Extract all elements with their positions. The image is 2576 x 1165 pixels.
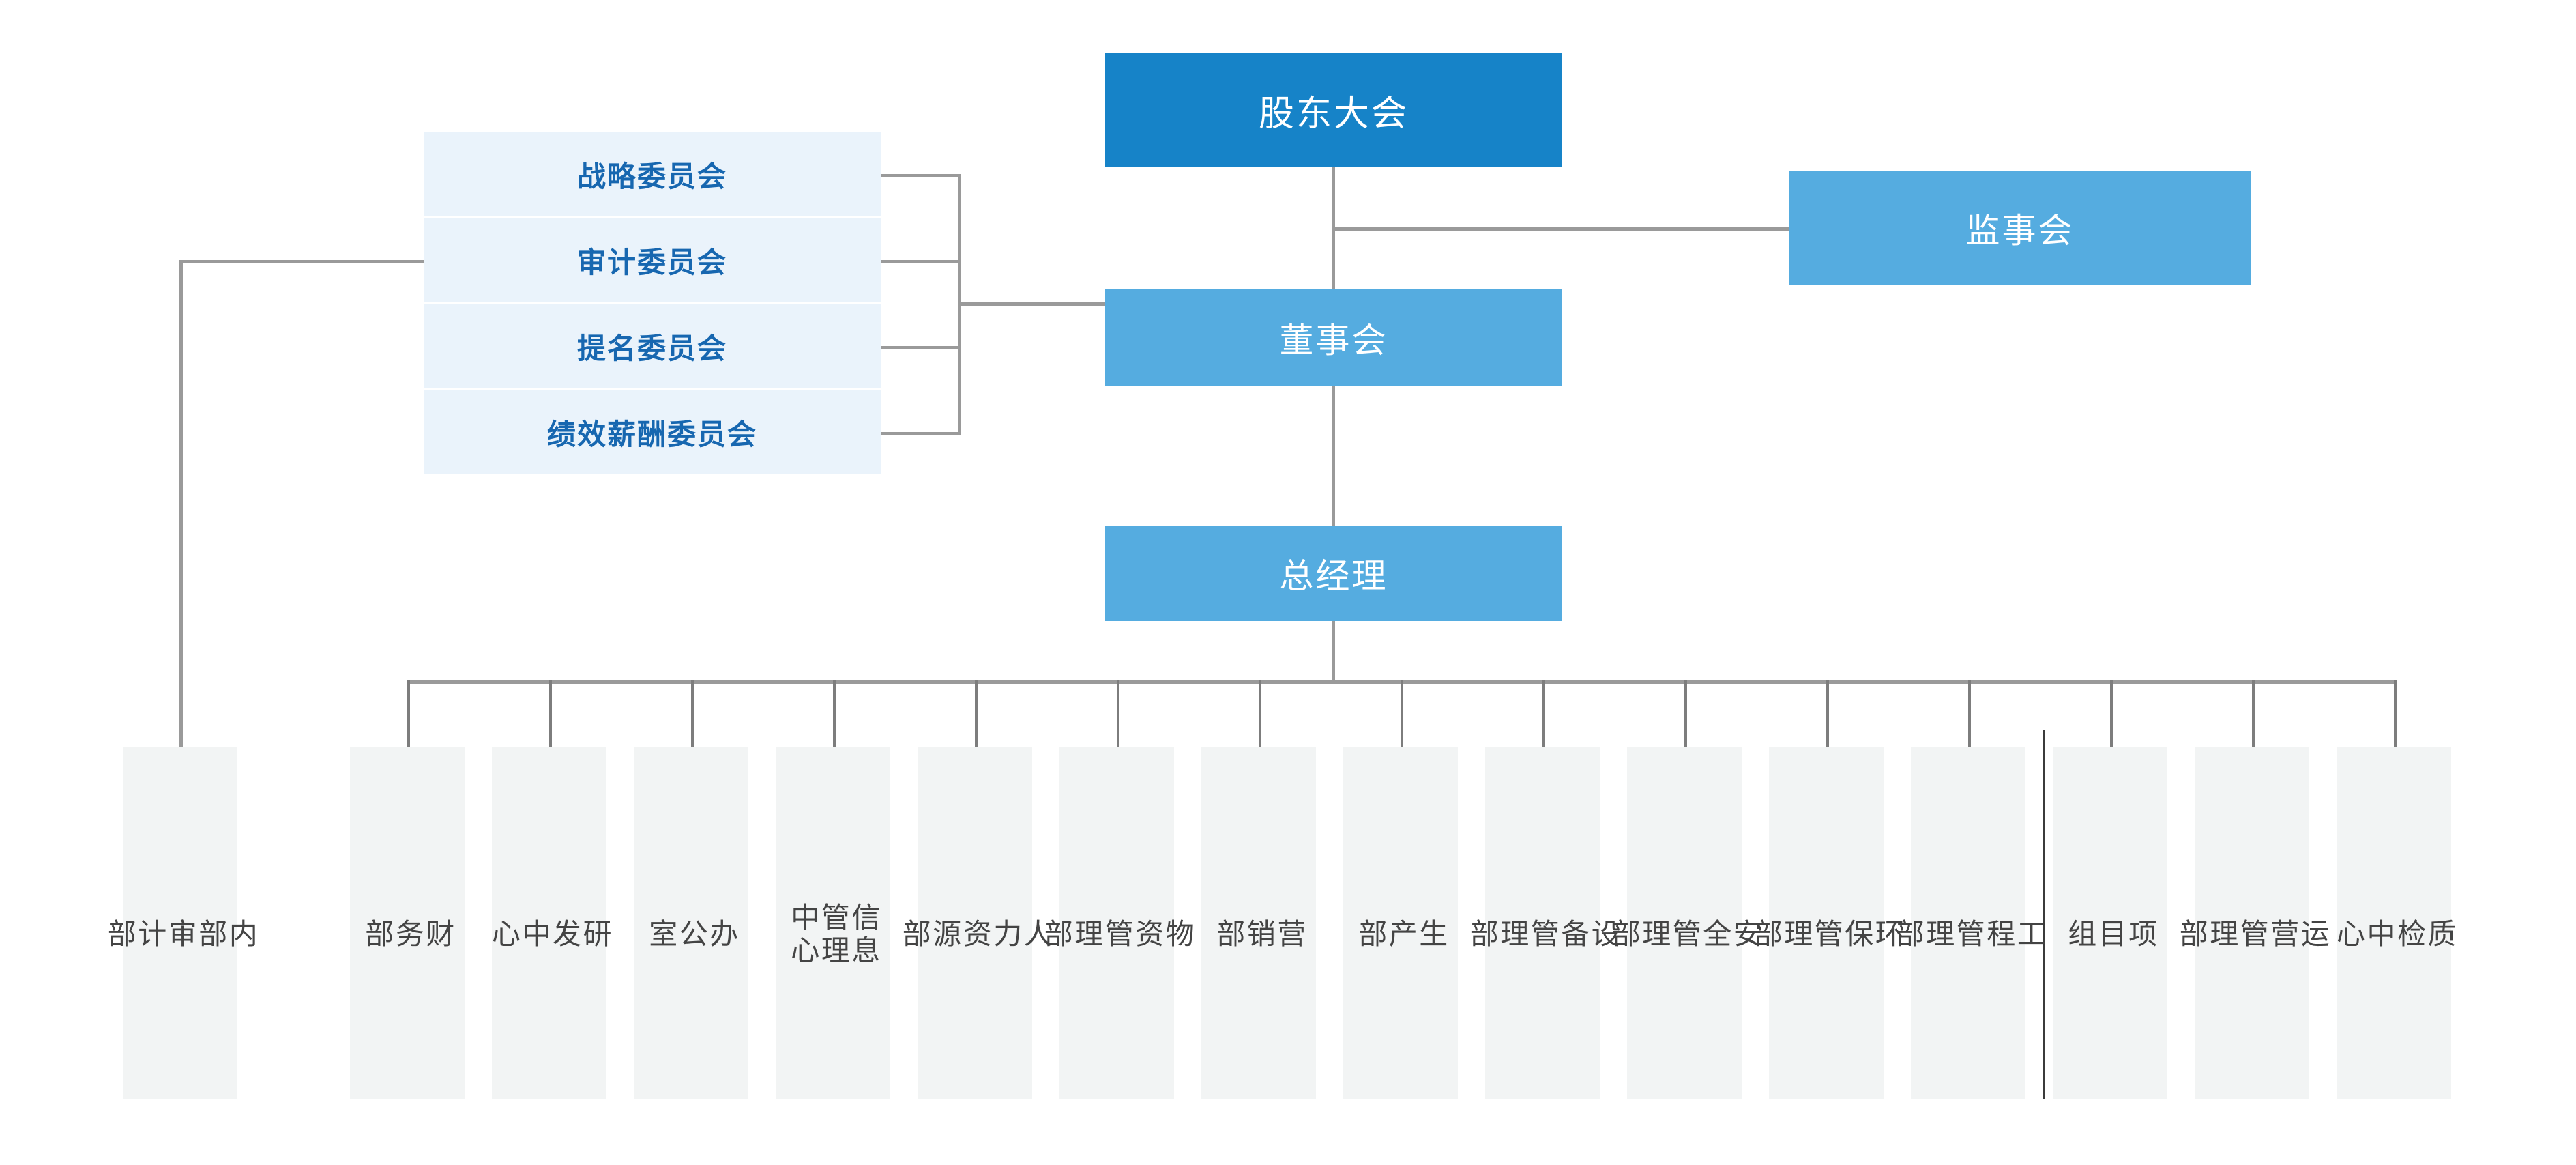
connector-committee-bus-to-board (958, 302, 1105, 306)
connector-drop-6 (1117, 680, 1119, 747)
node-department-finance[interactable]: 财 务 部 (350, 747, 465, 1099)
node-label: 物 资 管 理 部 (1040, 918, 1195, 951)
node-board-of-directors[interactable]: 董事会 (1105, 289, 1562, 386)
node-department-production[interactable]: 生 产 部 (1343, 747, 1458, 1099)
node-department-rnd-center[interactable]: 研 发 中 心 (488, 747, 611, 1099)
node-label: 监事会 (1965, 211, 2075, 250)
node-department-project-team[interactable]: 项 目 组 (2053, 747, 2167, 1099)
node-label: 运 营 管 理 部 (2176, 918, 2330, 951)
node-label: 财 务 部 (361, 918, 454, 951)
connector-shareholders-to-supervisors (1332, 227, 1790, 231)
connector-committee-4 (881, 432, 961, 435)
node-department-operations-management[interactable]: 运 营 管 理 部 (2176, 747, 2329, 1099)
node-department-human-resources[interactable]: 人 力 资 源 部 (898, 747, 1052, 1099)
node-department-engineering-management[interactable]: 工 程 管 理 部 (1892, 747, 2045, 1099)
divider-line (2043, 730, 2045, 1099)
connector-drop-8 (1401, 680, 1403, 747)
node-label: 项 目 组 (2064, 918, 2157, 951)
node-label: 绩效薪酬委员会 (546, 418, 757, 450)
node-department-environmental-management[interactable]: 环 保 管 理 部 (1750, 747, 1903, 1099)
node-label: 信息 管理 中心 (787, 902, 880, 968)
node-department-materials-management[interactable]: 物 资 管 理 部 (1040, 747, 1194, 1099)
node-internal-audit-department[interactable]: 内 部 审 计 部 (104, 747, 257, 1099)
node-department-marketing[interactable]: 营 销 部 (1201, 747, 1316, 1099)
node-label: 总经理 (1279, 557, 1388, 595)
connector-drop-13 (2110, 680, 2113, 747)
node-label: 安 全 管 理 部 (1608, 918, 1762, 951)
node-label: 设 备 管 理 部 (1466, 918, 1620, 951)
node-label: 质 检 中 心 (2332, 918, 2457, 951)
connector-committee-2 (881, 260, 961, 263)
node-department-information-management-center[interactable]: 信息 管理 中心 (776, 747, 890, 1099)
node-department-safety-management[interactable]: 安 全 管 理 部 (1608, 747, 1761, 1099)
node-department-office[interactable]: 办 公 室 (634, 747, 748, 1099)
node-committee-nomination[interactable]: 提名委员会 (424, 304, 881, 388)
node-committee-audit[interactable]: 审计委员会 (424, 218, 881, 302)
connector-committee-3 (881, 346, 961, 349)
node-label: 研 发 中 心 (488, 918, 612, 951)
node-label: 环 保 管 理 部 (1750, 918, 1904, 951)
node-label: 股东大会 (1258, 94, 1409, 134)
connector-drop-1 (407, 680, 410, 747)
connector-gm-to-dept-bus (1332, 621, 1335, 684)
connector-committee-1 (881, 174, 961, 177)
node-board-of-supervisors[interactable]: 监事会 (1789, 171, 2251, 285)
node-label: 人 力 资 源 部 (898, 918, 1053, 951)
connector-drop-14 (2252, 680, 2255, 747)
connector-audit-to-internal-audit (179, 260, 183, 747)
node-label: 内 部 审 计 部 (104, 918, 258, 951)
connector-drop-3 (691, 680, 694, 747)
connector-drop-7 (1259, 680, 1261, 747)
connector-audit-committee-left (179, 260, 425, 263)
node-label: 战略委员会 (576, 160, 727, 192)
connector-drop-12 (1968, 680, 1971, 747)
connector-drop-9 (1542, 680, 1545, 747)
node-department-quality-inspection-center[interactable]: 质 检 中 心 (2332, 747, 2456, 1099)
connector-board-to-gm (1332, 386, 1335, 526)
node-label: 提名委员会 (576, 332, 727, 364)
connector-drop-10 (1684, 680, 1687, 747)
node-general-manager[interactable]: 总经理 (1105, 526, 1562, 621)
node-department-equipment-management[interactable]: 设 备 管 理 部 (1466, 747, 1620, 1099)
node-shareholders-meeting[interactable]: 股东大会 (1105, 53, 1562, 167)
node-label: 董事会 (1279, 321, 1388, 360)
node-label: 审计委员会 (576, 246, 727, 278)
node-label: 工 程 管 理 部 (1892, 918, 2046, 951)
node-label: 营 销 部 (1212, 918, 1306, 951)
node-label: 办 公 室 (645, 918, 738, 951)
node-committee-remuneration[interactable]: 绩效薪酬委员会 (424, 390, 881, 474)
connector-drop-5 (975, 680, 978, 747)
connector-drop-15 (2394, 680, 2397, 747)
connector-drop-11 (1826, 680, 1829, 747)
node-label: 生 产 部 (1354, 918, 1448, 951)
connector-drop-2 (549, 680, 552, 747)
node-committee-strategy[interactable]: 战略委员会 (424, 132, 881, 216)
connector-drop-4 (833, 680, 836, 747)
